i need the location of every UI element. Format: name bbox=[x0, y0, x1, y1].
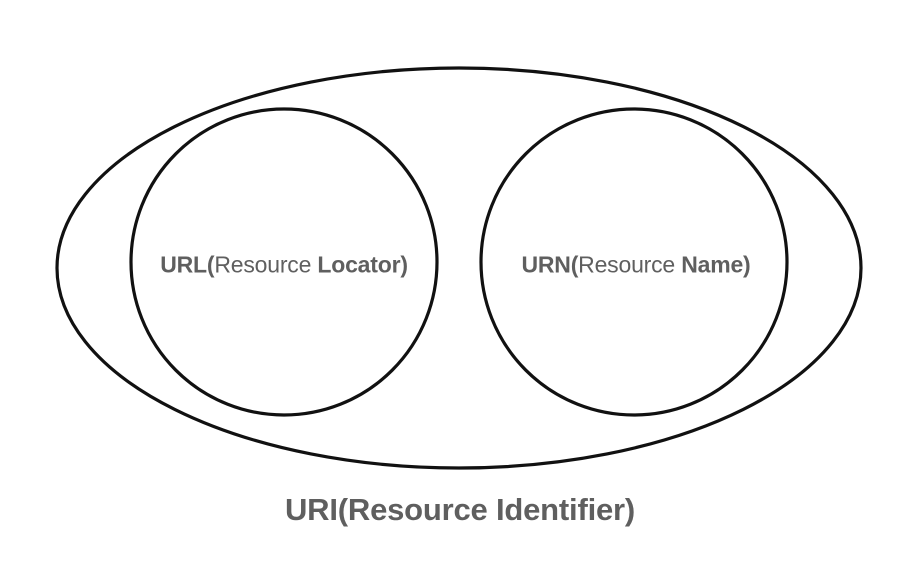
urn-close-paren: ) bbox=[743, 251, 751, 278]
url-resource-word: Resource bbox=[214, 251, 318, 278]
urn-label: URN(Resource Name) bbox=[521, 252, 750, 279]
uri-label: URI(Resource Identifier) bbox=[284, 492, 636, 527]
urn-abbr: URN bbox=[521, 251, 571, 278]
url-close-paren: ) bbox=[400, 251, 408, 278]
urn-open-paren: ( bbox=[570, 251, 579, 278]
url-keyword: Locator bbox=[317, 251, 401, 278]
url-open-paren: ( bbox=[206, 251, 215, 278]
url-label: URL(Resource Locator) bbox=[160, 252, 408, 279]
url-circle bbox=[129, 107, 439, 417]
url-abbr: URL bbox=[160, 251, 207, 278]
urn-keyword: Name bbox=[681, 251, 744, 278]
urn-resource-word: Resource bbox=[578, 251, 682, 278]
urn-circle bbox=[479, 107, 789, 417]
uri-ellipse bbox=[55, 66, 863, 470]
